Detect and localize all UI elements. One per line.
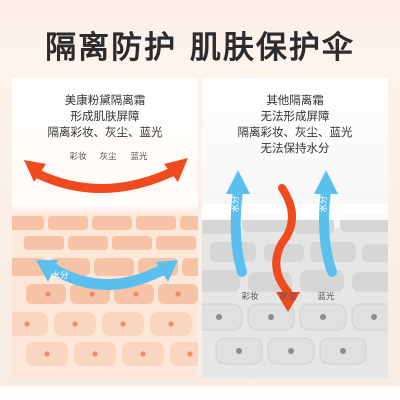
right-tag-bluelight: 蓝光 — [317, 291, 335, 302]
right-tag-makeup: 彩妆 — [241, 291, 259, 302]
left-illustration: 彩妆 灰尘 蓝光 水分 — [12, 151, 198, 378]
right-water-label-left: 水分 — [230, 195, 241, 213]
right-description: 其他隔离霜 无法形成屏障 隔离彩妆、灰尘、蓝光 无法保持水分 — [202, 92, 388, 156]
right-line-2: 无法形成屏障 — [260, 109, 330, 123]
water-arrow-left — [230, 185, 247, 277]
water-arrow-head-right — [156, 260, 178, 282]
right-line-4: 无法保持水分 — [260, 141, 330, 155]
left-water-label: 水分 — [51, 270, 69, 281]
cell-nuclei — [24, 291, 193, 357]
left-panel: 美康粉黛隔离霜 形成肌肤屏障 隔离彩妆、灰尘、蓝光 — [12, 78, 198, 378]
gray-cell-nuclei — [216, 314, 377, 354]
red-arrow-penetrate — [272, 184, 296, 296]
right-water-label-right: 水分 — [318, 195, 329, 213]
left-line-1: 美康粉黛隔离霜 — [64, 93, 146, 107]
water-arrow-left-head — [226, 170, 250, 194]
right-illustration: 水分 水分 彩妆 灰尘 蓝光 — [202, 170, 388, 378]
right-line-3: 隔离彩妆、灰尘、蓝光 — [237, 125, 353, 139]
right-line-1: 其他隔离霜 — [266, 93, 324, 107]
red-arrow-penetrate-head — [276, 292, 300, 312]
page-title: 隔离防护 肌肤保护伞 — [45, 30, 355, 66]
left-description: 美康粉黛隔离霜 形成肌肤屏障 隔离彩妆、灰尘、蓝光 — [12, 92, 198, 140]
water-arrow-curve — [46, 262, 168, 290]
right-tag-dust: 灰尘 — [279, 291, 297, 302]
red-arrow-curve — [33, 167, 177, 193]
water-arrow-head-left — [36, 260, 58, 282]
left-line-3: 隔离彩妆、灰尘、蓝光 — [47, 125, 163, 139]
left-tag-makeup: 彩妆 — [69, 151, 87, 162]
left-line-2: 形成肌肤屏障 — [70, 109, 140, 123]
right-panel: 其他隔离霜 无法形成屏障 隔离彩妆、灰尘、蓝光 无法保持水分 — [202, 78, 388, 378]
barrier-glow — [12, 190, 198, 216]
left-tag-dust: 灰尘 — [99, 151, 117, 162]
red-arrow-head-right — [164, 158, 188, 182]
water-arrow-right-head — [314, 170, 338, 194]
left-tag-bluelight: 蓝光 — [130, 151, 148, 162]
footer-band — [0, 386, 400, 400]
red-arrow-head-left — [24, 160, 46, 182]
water-arrow-right — [319, 185, 337, 277]
